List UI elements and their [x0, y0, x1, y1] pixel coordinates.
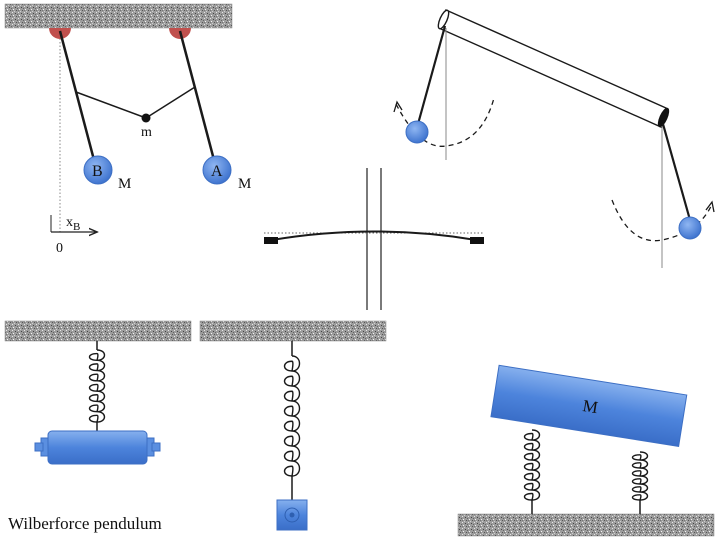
tilted-block: M: [490, 364, 688, 447]
tube-body: [440, 9, 667, 128]
tube-end-right: [657, 107, 670, 128]
cylinder-knob-left: [34, 442, 44, 452]
wilberforce-box-panel: [199, 320, 387, 531]
tube-right-swing-arrow: [705, 200, 715, 213]
spring-4: [631, 451, 649, 501]
bob-a-label: A: [211, 163, 223, 180]
bob-b-mass-label: M: [118, 176, 131, 192]
caption: Wilberforce pendulum: [8, 514, 162, 533]
coupling-mass: [141, 113, 151, 123]
wilberforce-cylinder-panel: [4, 320, 192, 465]
torsion-end-left: [264, 237, 278, 244]
bob-b: [83, 155, 113, 185]
cylinder-mass: [47, 430, 148, 465]
ceiling-bottom-middle: [199, 320, 387, 342]
spring-2: [283, 355, 301, 477]
torsion-panel: [264, 168, 484, 310]
tube-left-swing-arrow: [393, 100, 403, 113]
spring-3: [523, 429, 541, 501]
ceiling-top-left: [4, 3, 233, 29]
coupling-mass-label: m: [141, 125, 152, 140]
rod-a: [178, 30, 216, 161]
axis-label: xB: [66, 215, 80, 233]
tube-pendulum-panel: [393, 9, 715, 268]
tube-end-left: [437, 9, 450, 30]
tube-left-rod: [416, 25, 447, 125]
small-box-ring-inner: [289, 512, 295, 518]
origin-label: 0: [56, 241, 63, 256]
small-box-ring-outer: [284, 507, 300, 523]
coupling-thread-left: [75, 91, 147, 119]
tube-left-swing-path: [395, 97, 495, 147]
coupled-pendulum-panel: m B M A M xB 0: [4, 3, 251, 256]
coupling-thread-right: [145, 86, 196, 119]
bob-a-mass-label: M: [238, 176, 251, 192]
spring-1: [88, 349, 106, 423]
tilted-block-body: [490, 364, 688, 447]
tube-left-bob: [405, 120, 429, 144]
ceiling-bottom-left: [4, 320, 192, 342]
tube-right-bob: [678, 216, 702, 240]
cylinder-knob-right: [151, 442, 161, 452]
torsion-end-right: [470, 237, 484, 244]
torsion-bar: [271, 230, 477, 241]
floor-bottom-right: [457, 513, 715, 537]
bob-b-label: B: [92, 163, 103, 180]
tilted-block-label: M: [581, 396, 599, 417]
bob-a: [202, 155, 232, 185]
rod-b: [58, 30, 96, 161]
tube-right-rod: [661, 123, 692, 221]
block-on-springs-panel: M: [457, 364, 715, 537]
